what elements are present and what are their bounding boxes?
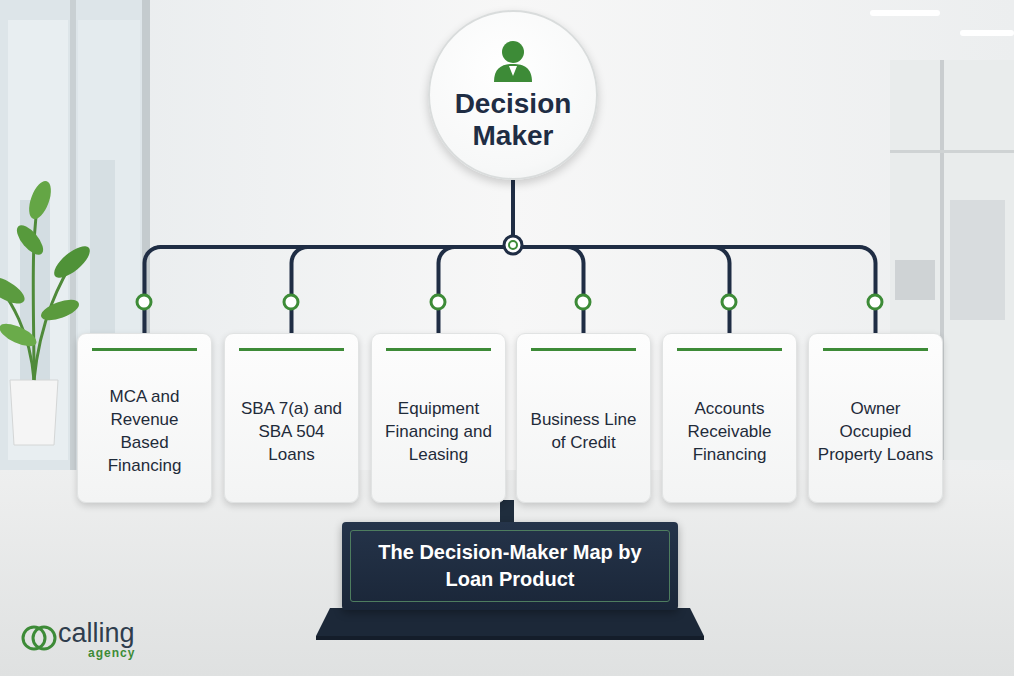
node-text: Equipment Financing and Leasing bbox=[381, 397, 497, 466]
connector-line bbox=[439, 180, 514, 333]
connector-line bbox=[145, 180, 514, 333]
loan-product-card: Business Line of Credit bbox=[516, 333, 651, 503]
logo-subtext: agency bbox=[88, 646, 135, 660]
pedestal-base-edge bbox=[316, 636, 704, 640]
loan-product-card: Accounts Receivable Financing bbox=[662, 333, 797, 503]
loan-product-card: SBA 7(a) and SBA 504 Loans bbox=[224, 333, 359, 503]
junction-knot bbox=[504, 236, 522, 254]
connector-line bbox=[513, 180, 876, 333]
loan-product-card: Owner Occupied Property Loans bbox=[808, 333, 943, 503]
person-icon bbox=[494, 41, 532, 82]
node-text: Decision Maker bbox=[443, 88, 583, 152]
node-text: The Decision-Maker Map by Loan Product bbox=[373, 539, 648, 593]
connector-line bbox=[513, 180, 584, 333]
connector-line bbox=[513, 180, 730, 333]
node-text: Owner Occupied Property Loans bbox=[818, 397, 934, 466]
node-text: MCA and Revenue Based Financing bbox=[87, 385, 203, 477]
ceiling-lights bbox=[870, 10, 1014, 36]
decision-maker-circle: Decision Maker bbox=[428, 10, 598, 180]
logo-wordmark: calling bbox=[58, 618, 135, 649]
loan-product-card: Equipment Financing and Leasing bbox=[371, 333, 506, 503]
card-rings bbox=[137, 295, 882, 309]
title-pedestal: The Decision-Maker Map by Loan Product bbox=[342, 522, 678, 610]
pedestal-stem bbox=[500, 500, 514, 524]
connector-line bbox=[292, 180, 514, 333]
pedestal-base bbox=[316, 608, 704, 636]
node-text: Accounts Receivable Financing bbox=[672, 397, 788, 466]
loan-product-card: MCA and Revenue Based Financing bbox=[77, 333, 212, 503]
logo-icon bbox=[23, 627, 55, 649]
node-text: Business Line of Credit bbox=[526, 408, 642, 454]
node-text: SBA 7(a) and SBA 504 Loans bbox=[234, 397, 350, 466]
